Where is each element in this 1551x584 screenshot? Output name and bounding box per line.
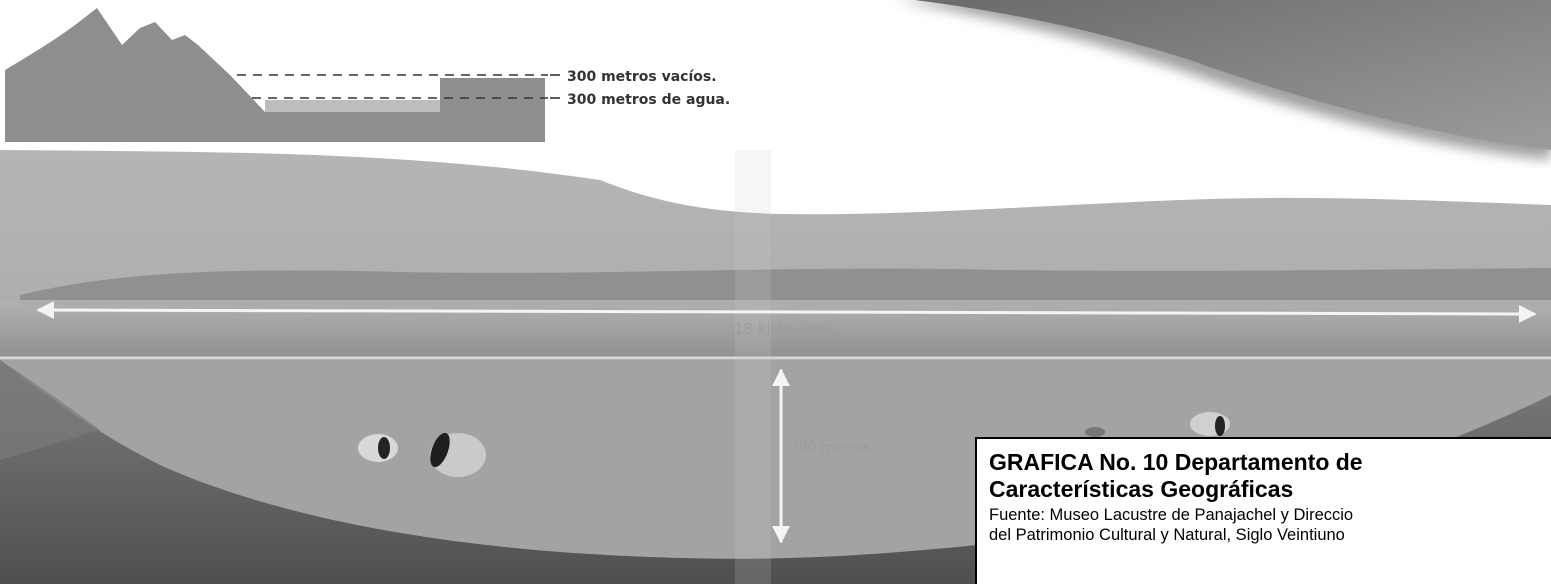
- inset-profile: 300 metros vacíos. 300 metros de agua.: [5, 8, 730, 150]
- corner-rock-overlay: [895, 0, 1551, 160]
- far-shoreline: [20, 268, 1551, 305]
- caption-title-line2: Características Geográficas: [989, 476, 1551, 503]
- caption-source-line2: del Patrimonio Cultural y Natural, Siglo…: [989, 525, 1551, 545]
- caption-source: Fuente: Museo Lacustre de Panajachel y D…: [989, 505, 1551, 545]
- caption-source-line1: Fuente: Museo Lacustre de Panajachel y D…: [989, 505, 1551, 525]
- label-300m-empty: 300 metros vacíos.: [567, 69, 717, 85]
- caption-title-line1: GRAFICA No. 10 Departamento de: [989, 449, 1551, 476]
- label-18-km: 18 kilómetros: [734, 320, 837, 338]
- label-300m-water: 300 metros de agua.: [567, 92, 730, 108]
- label-300-m-depth: 300 metros: [790, 440, 870, 456]
- inset-water-layer: [265, 100, 440, 112]
- caption-box: GRAFICA No. 10 Departamento de Caracterí…: [975, 437, 1551, 584]
- caption-title: GRAFICA No. 10 Departamento de Caracterí…: [989, 449, 1551, 503]
- light-band: [735, 150, 771, 584]
